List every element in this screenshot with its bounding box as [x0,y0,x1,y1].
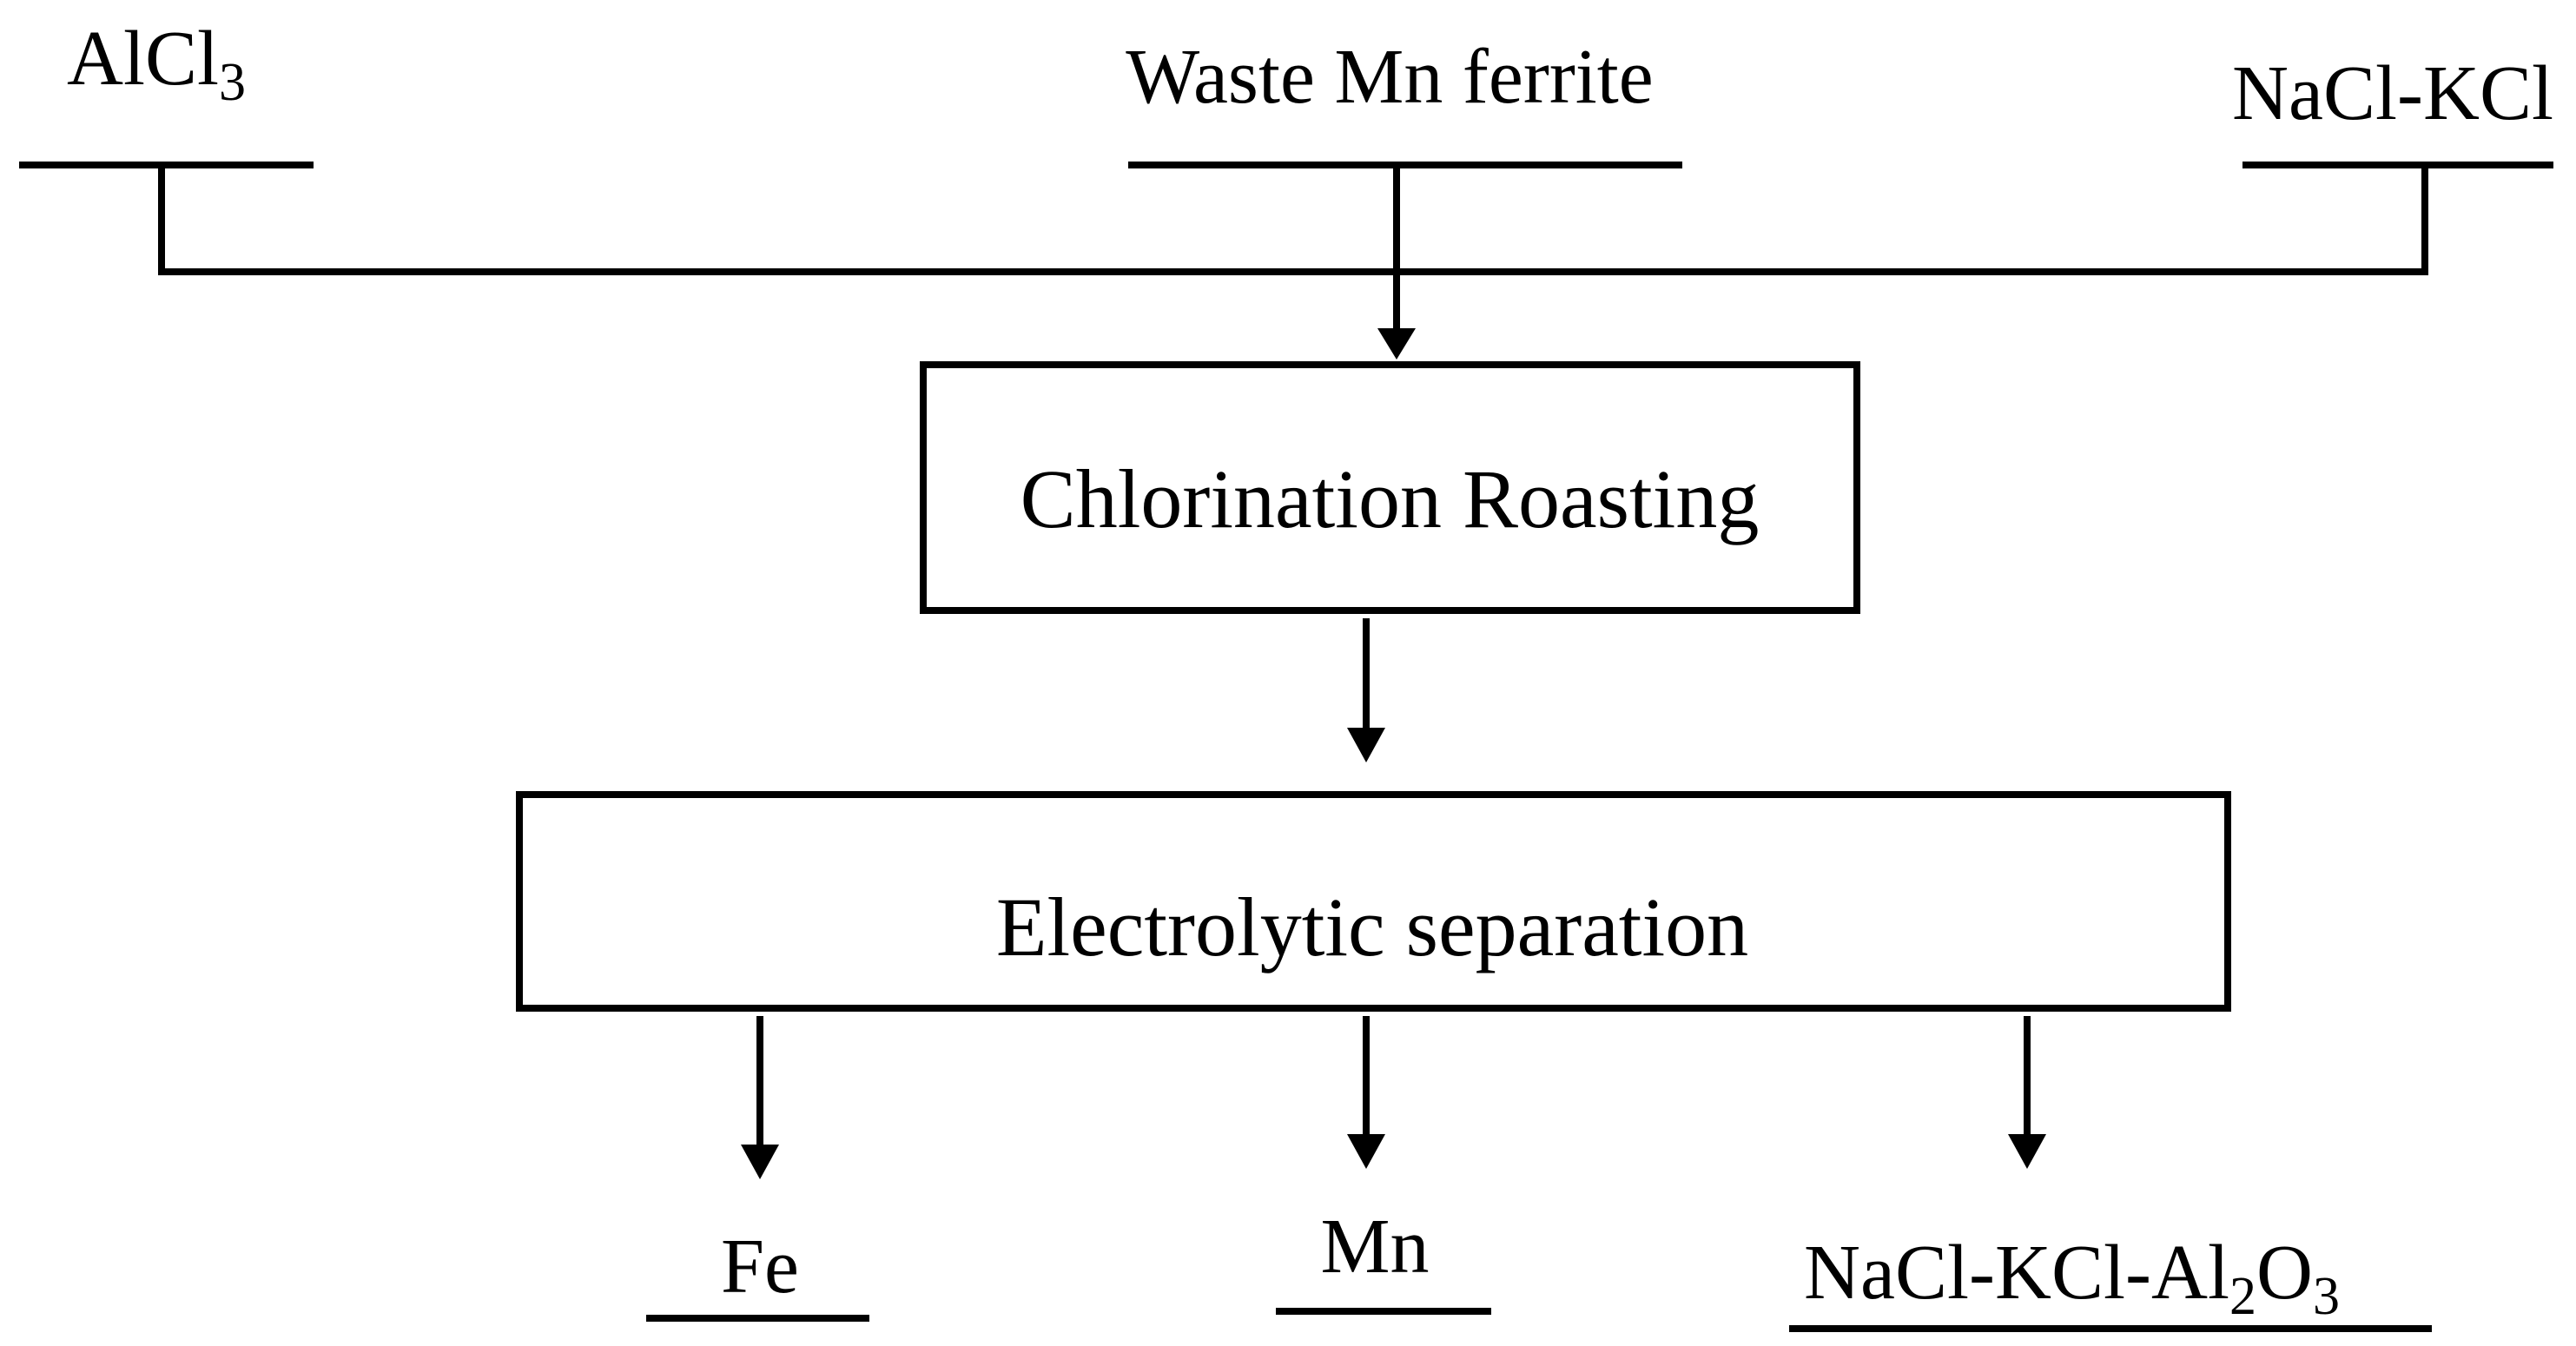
arrow-to-separation-head [1347,728,1385,762]
electrolytic-separation-label: Electrolytic separation [996,881,1748,973]
output-mn-label: Mn [1320,1204,1429,1290]
electrolytic-separation-box [516,791,2231,1012]
salt-alumina-part-a: NaCl-KCl-Al [1804,1230,2229,1316]
salt-alumina-part-c: O [2256,1230,2313,1316]
input-salt-label: NaCl-KCl [2232,50,2553,136]
salt-output-arrow-head [2008,1134,2046,1169]
output-fe-label: Fe [721,1224,799,1310]
salt-alumina-sub-2: 2 [2229,1267,2256,1326]
alcl3-base: AlCl [67,16,219,102]
input-alcl3-label: AlCl3 [67,16,246,112]
output-salt-alumina-label: NaCl-KCl-Al2O3 [1804,1230,2340,1326]
fe-output-arrow-head [741,1145,779,1179]
arrow-to-roasting-head [1377,328,1416,360]
input-waste-label: Waste Mn ferrite [1126,34,1654,120]
mn-output-arrow-head [1347,1134,1385,1169]
alcl3-subscript: 3 [219,53,246,112]
salt-alumina-sub-3: 3 [2313,1267,2340,1326]
chlorination-roasting-box [920,361,1860,614]
chlorination-roasting-label: Chlorination Roasting [1020,452,1760,545]
